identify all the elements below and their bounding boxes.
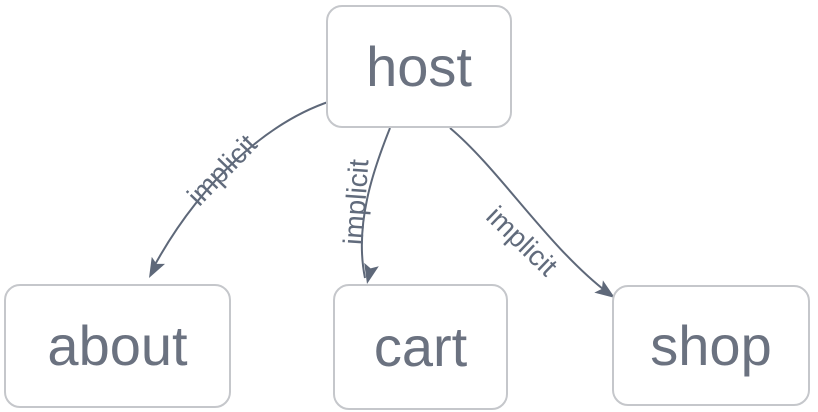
arrowhead-icon bbox=[364, 262, 379, 284]
edge-label-host-cart: implicit bbox=[338, 158, 375, 246]
node-about[interactable]: about bbox=[4, 284, 231, 408]
node-cart[interactable]: cart bbox=[333, 284, 508, 410]
edge-host-about: implicit bbox=[149, 100, 332, 278]
arrowhead-icon bbox=[594, 280, 615, 298]
node-label-shop: shop bbox=[650, 313, 772, 377]
edge-line-host-shop[interactable] bbox=[449, 127, 609, 294]
node-host[interactable]: host bbox=[326, 5, 512, 128]
node-label-about: about bbox=[47, 314, 188, 377]
edge-label-host-shop: implicit bbox=[480, 200, 563, 282]
edge-line-host-about[interactable] bbox=[150, 100, 332, 273]
edge-label-host-about: implicit bbox=[181, 128, 263, 211]
node-label-host: host bbox=[366, 34, 472, 98]
edge-host-shop: implicit bbox=[449, 127, 615, 298]
node-shop[interactable]: shop bbox=[612, 285, 810, 406]
edge-line-host-cart[interactable] bbox=[360, 127, 391, 279]
arrowhead-icon bbox=[149, 256, 166, 278]
edge-host-cart: implicit bbox=[338, 127, 391, 284]
node-label-cart: cart bbox=[373, 315, 468, 378]
